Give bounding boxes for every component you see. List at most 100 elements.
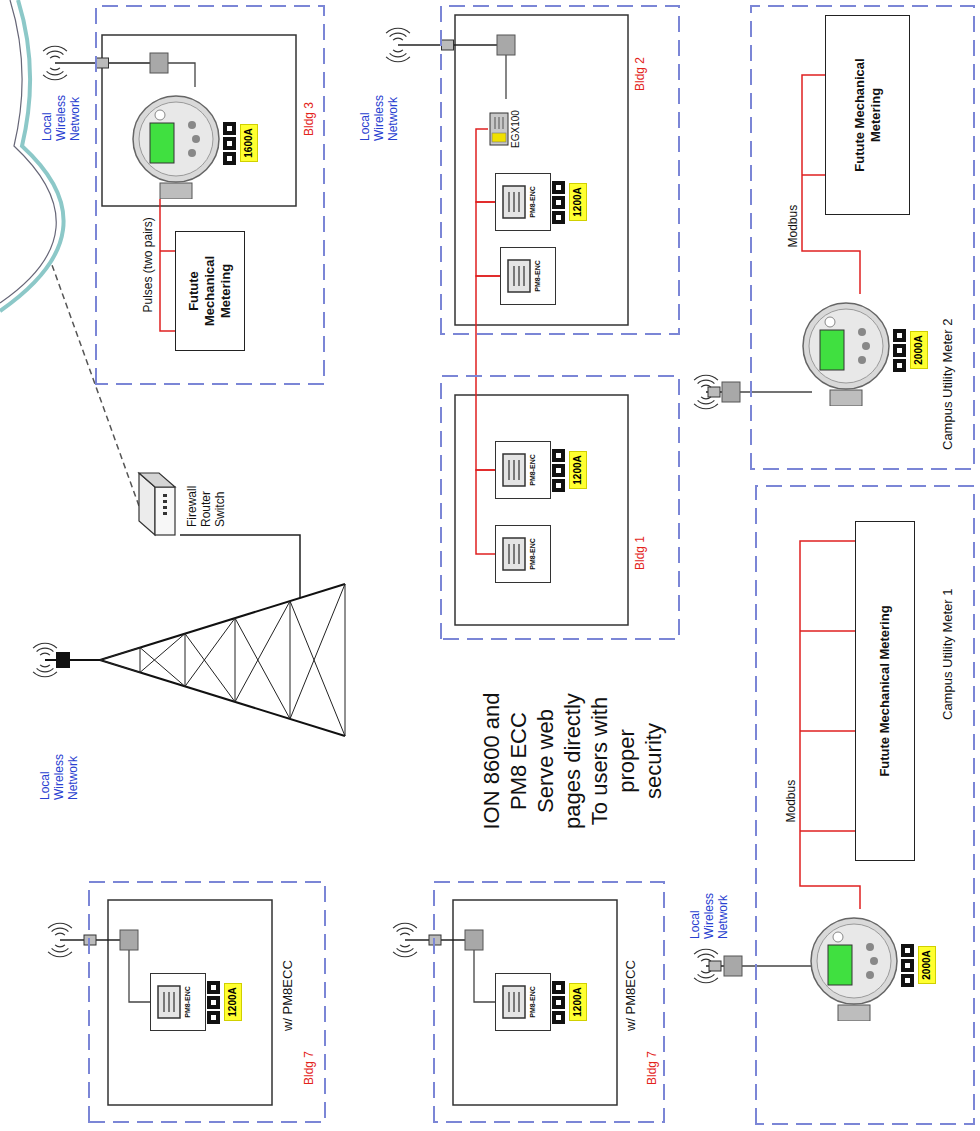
- radio-wave: [37, 668, 54, 671]
- tower-leg: [100, 584, 345, 660]
- meter-display: [820, 330, 844, 370]
- terminal-screw: [227, 141, 232, 146]
- radio-wave: [397, 928, 414, 931]
- radio-wave: [393, 50, 403, 52]
- tower-brace: [290, 584, 345, 719]
- region-caption: w/ PM8ECC: [280, 960, 295, 1031]
- radio-wave: [393, 38, 403, 40]
- meter-housing: PM8-ENC: [495, 973, 551, 1031]
- wire-label: Pulses (two pairs): [141, 215, 155, 314]
- network-label: Local Wireless Network: [358, 79, 400, 141]
- terminal: [207, 981, 220, 994]
- radio-wave: [43, 75, 67, 80]
- meter-button: [188, 149, 196, 157]
- meter-housing: PM8-ENC: [495, 173, 551, 231]
- wireless-radio: [724, 956, 742, 976]
- terminal: [552, 211, 565, 224]
- lcd-digits: [513, 192, 515, 212]
- terminal-screw: [556, 453, 561, 458]
- wireless-radio: [722, 382, 740, 402]
- building-region: Bldg 2PM8-ENCPM8-ENC1200AEGX100: [440, 5, 680, 335]
- network-label: Local Wireless Network: [38, 738, 80, 800]
- antenna-body: [709, 961, 721, 971]
- radio-wave: [52, 948, 69, 951]
- meter-port: [155, 110, 165, 120]
- radio-wave: [386, 28, 410, 33]
- wire-label: Modbus: [786, 203, 800, 250]
- router-side: [139, 473, 175, 487]
- lcd-digits: [513, 544, 515, 564]
- lcd-digits: [518, 192, 520, 212]
- tower-brace: [235, 618, 236, 702]
- tower-leg: [100, 660, 345, 736]
- metering-box: Futute Mechanical Metering: [855, 521, 915, 861]
- meter-cover: [809, 309, 883, 383]
- terminal-screw: [556, 985, 561, 990]
- power-meter: PM8-ENC 1200A: [150, 973, 242, 1031]
- terminal-block: [551, 441, 567, 499]
- terminal: [552, 196, 565, 209]
- meter-button: [188, 121, 196, 129]
- tower-brace: [235, 601, 290, 702]
- tower-brace: [290, 601, 345, 736]
- terminal-screw: [211, 1000, 216, 1005]
- terminal-screw: [556, 1015, 561, 1020]
- wireless-radio: [465, 930, 483, 950]
- terminal: [552, 981, 565, 994]
- tower-brace: [100, 648, 140, 660]
- lcd-digits: [513, 266, 515, 286]
- radio-wave: [48, 923, 72, 928]
- tower-mast: [45, 659, 100, 661]
- router-led: [163, 500, 167, 503]
- device-label: Firewall Router Switch: [185, 467, 227, 527]
- lcd-display: [502, 537, 526, 571]
- revenue-meter: 2000A: [808, 909, 936, 1021]
- gateway-icon: [488, 99, 510, 159]
- radio-wave: [37, 648, 54, 651]
- radio-wave: [701, 385, 711, 387]
- lcd-frame: [508, 260, 530, 292]
- terminal: [552, 449, 565, 462]
- terminal-screw: [556, 483, 561, 488]
- lcd-display: [502, 985, 526, 1019]
- terminal-block: [551, 973, 567, 1031]
- lcd-digits: [523, 266, 525, 286]
- building-label: Bldg 7: [302, 1051, 316, 1085]
- meter-base: [160, 183, 192, 199]
- socket-meter: [130, 87, 222, 199]
- connector-wire: [160, 199, 175, 331]
- terminal: [552, 479, 565, 492]
- terminal-screw: [897, 363, 902, 368]
- building-region: Bldg 1PM8-ENCPM8-ENC1200A: [440, 375, 680, 640]
- device-label: EGX100: [510, 99, 522, 159]
- lcd-digits: [518, 460, 520, 480]
- current-rating: 2000A: [910, 331, 928, 368]
- router-front: [155, 487, 175, 535]
- meter-cover: [139, 102, 213, 176]
- meter-housing: PM8-ENC: [495, 441, 551, 499]
- region-outline: [440, 5, 680, 335]
- current-rating: 1200A: [224, 983, 242, 1020]
- gateway-vent: [495, 117, 496, 129]
- radio-wave: [52, 928, 69, 931]
- terminal-block: [222, 87, 238, 199]
- antenna-cable: [168, 63, 195, 87]
- terminal-screw: [905, 948, 910, 953]
- terminal: [223, 137, 236, 150]
- meter-display: [150, 123, 174, 163]
- dashed-border: [96, 6, 324, 384]
- enclosure: [455, 395, 628, 625]
- antenna-cable: [742, 965, 812, 966]
- device-label: PM8-ENC: [183, 974, 192, 1030]
- revenue-meter: 1600A: [130, 87, 258, 199]
- radio-wave: [33, 672, 57, 677]
- radio-wave: [40, 653, 50, 655]
- gateway-device: EGX100: [488, 99, 522, 159]
- terminal-screw: [556, 468, 561, 473]
- terminal-screw: [556, 215, 561, 220]
- wire-label: Modbus: [784, 778, 798, 825]
- network-cable: [180, 535, 300, 598]
- antenna-body: [442, 40, 454, 50]
- box-label: Futute Mechanical Metering: [186, 237, 234, 345]
- terminal: [893, 329, 906, 342]
